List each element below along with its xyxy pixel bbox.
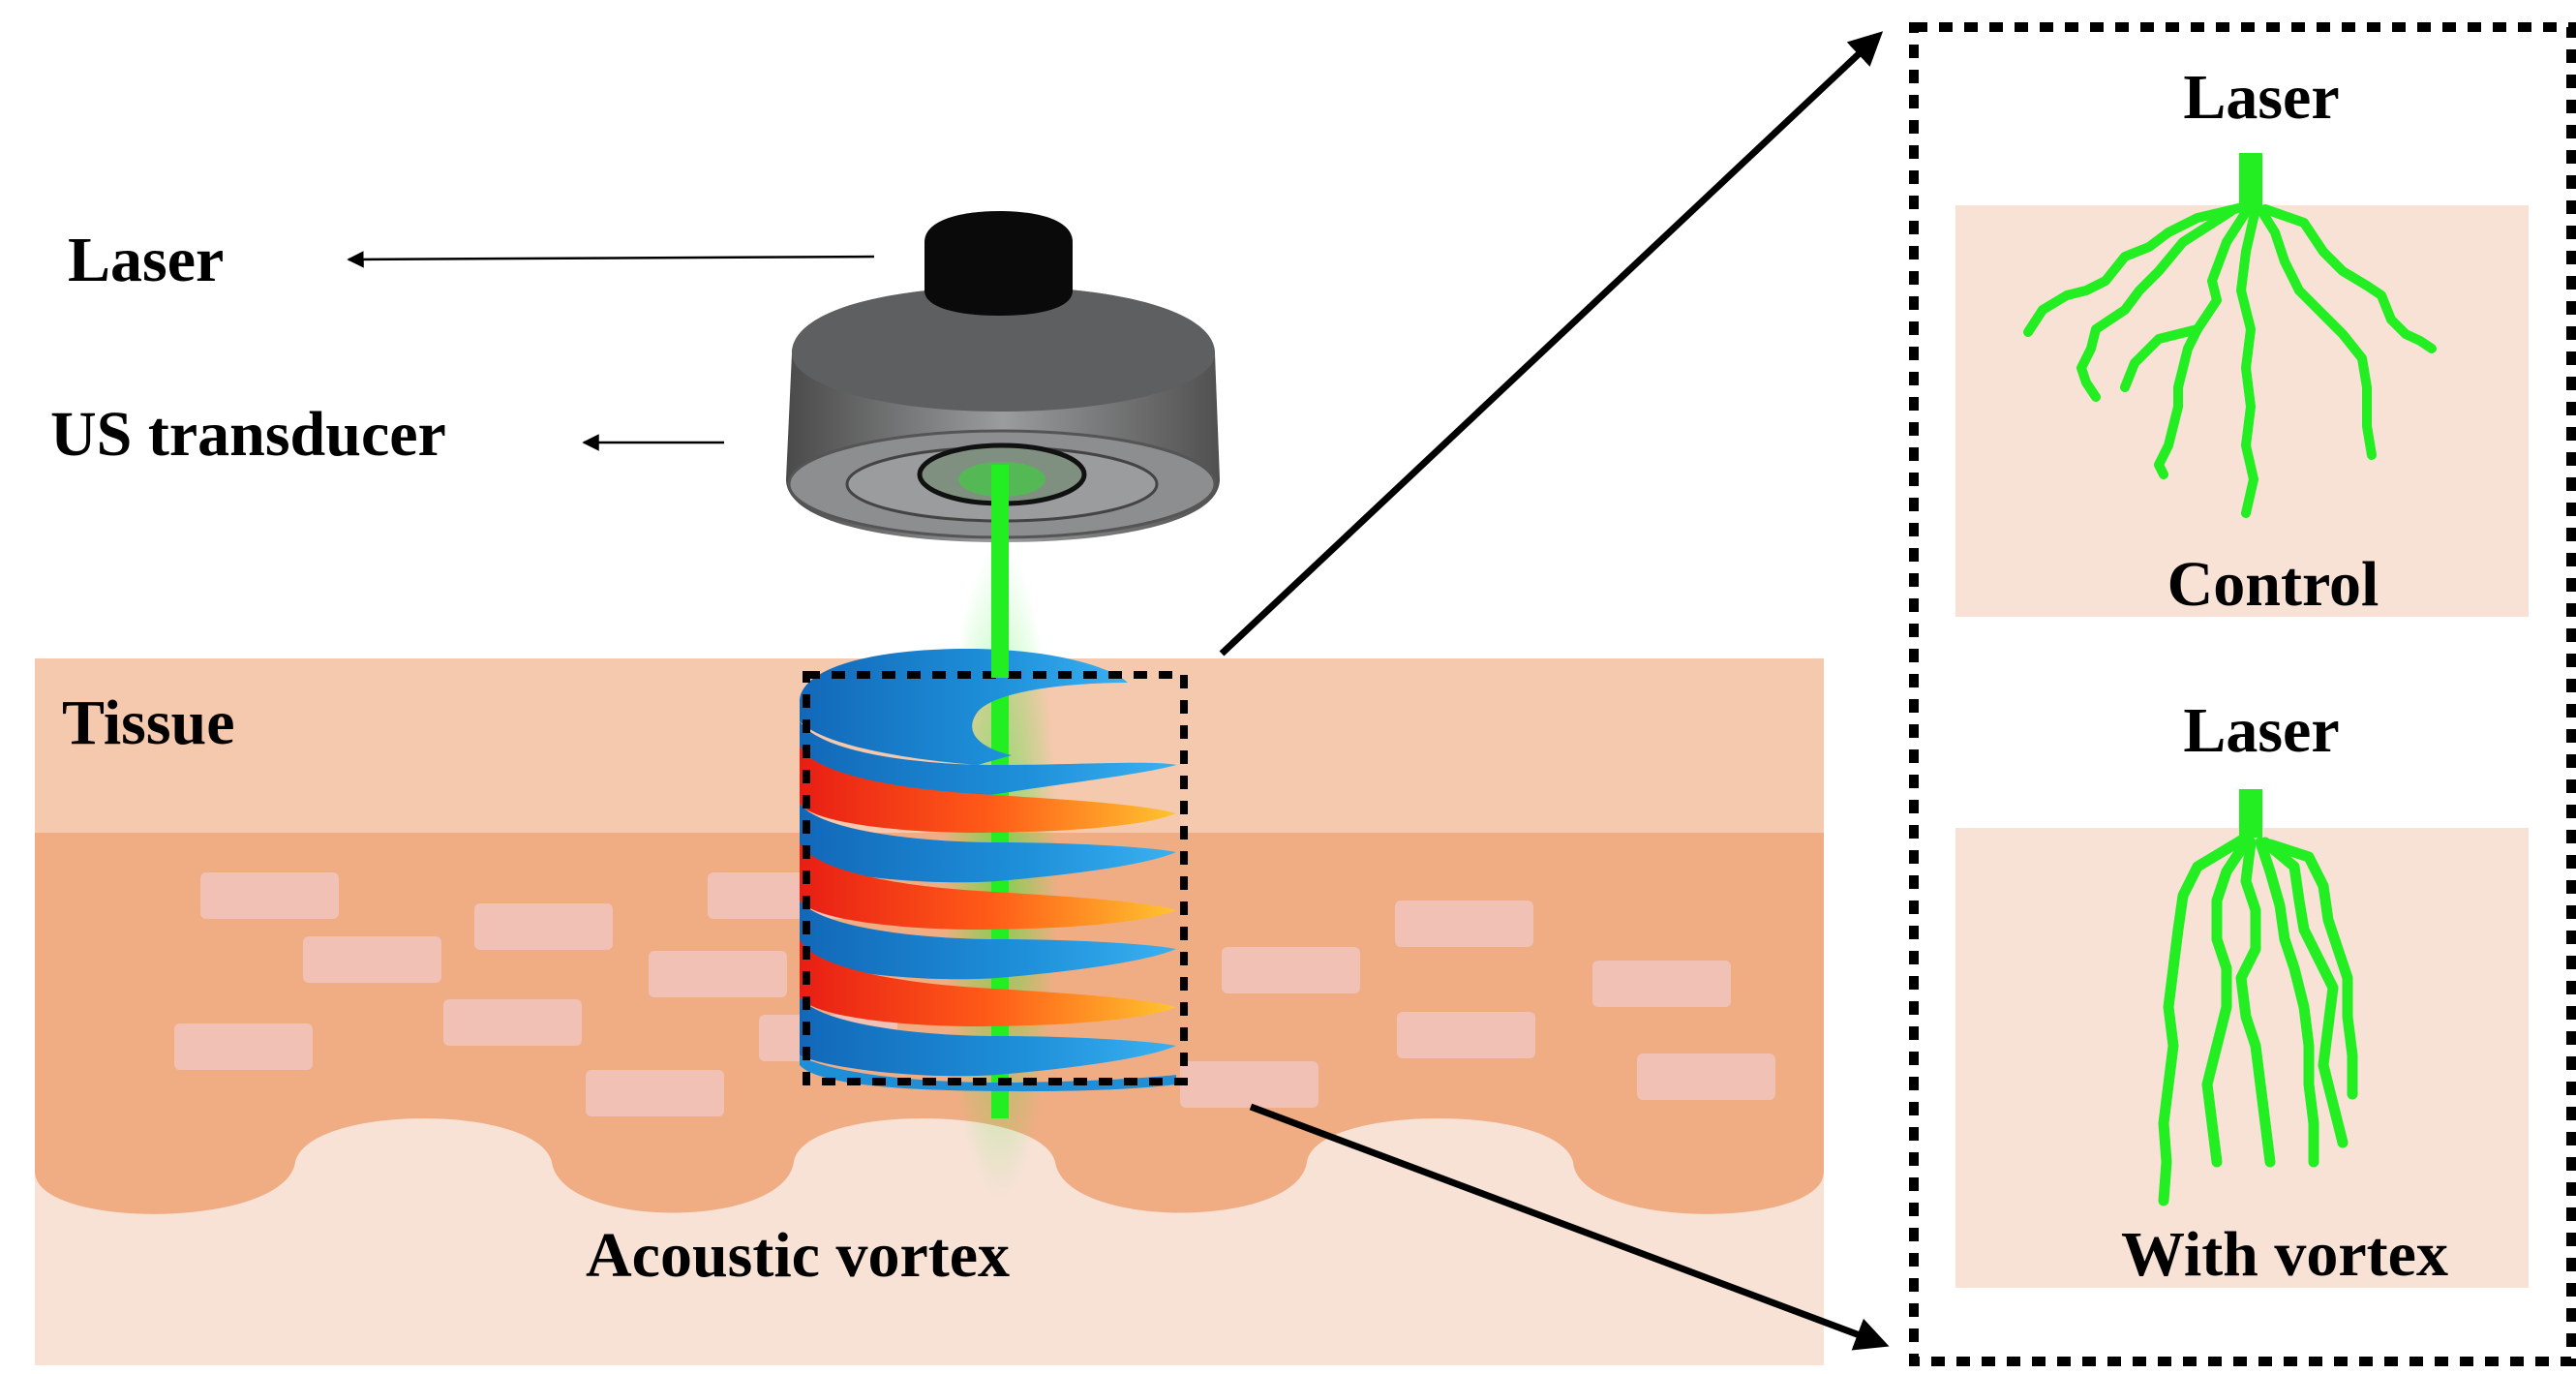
laser-beam-upper <box>991 465 1009 678</box>
label-us-transducer: US transducer <box>50 399 446 470</box>
cell <box>443 999 582 1046</box>
vortex-vessel-network <box>2158 835 2358 1206</box>
vortex-turn <box>800 901 1176 1026</box>
cell <box>1395 901 1533 947</box>
cell <box>474 903 613 950</box>
cell <box>1637 1053 1775 1100</box>
vortex-turn <box>800 997 1176 1077</box>
cell <box>1180 1061 1318 1108</box>
zoom-arrow-bottom <box>1249 1103 1890 1351</box>
cell <box>1222 947 1360 993</box>
cell <box>1592 961 1731 1007</box>
inset-panel-with-vortex: Laser With vortex <box>1955 695 2529 1290</box>
label-laser: Laser <box>68 225 224 295</box>
vortex-turn <box>800 804 1176 930</box>
control-caption: Control <box>2167 549 2379 620</box>
label-tissue: Tissue <box>62 687 235 758</box>
acoustic-vortex-helix <box>800 649 1176 1092</box>
us-transducer <box>786 287 1220 542</box>
vortex-tissue-panel <box>1955 828 2529 1288</box>
vortex-turn <box>800 721 1176 833</box>
laser-arrow <box>347 251 875 268</box>
cell <box>174 1023 313 1070</box>
control-laser-beam <box>2239 153 2262 207</box>
label-acoustic-vortex: Acoustic vortex <box>586 1220 1010 1291</box>
control-laser-label: Laser <box>2183 62 2339 133</box>
cell <box>303 936 441 983</box>
cell <box>200 872 339 919</box>
laser-head <box>924 211 1073 316</box>
vortex-laser-beam <box>2239 789 2262 838</box>
vortex-caption: With vortex <box>2121 1219 2448 1290</box>
cell <box>649 951 787 997</box>
inset-panel-control: Laser Control <box>1955 62 2529 620</box>
zoom-arrow-top <box>1219 31 1884 656</box>
vortex-laser-label: Laser <box>2183 695 2339 766</box>
transducer-top-rim <box>792 287 1215 412</box>
control-vessel-network <box>2023 200 2437 518</box>
cell <box>1397 1012 1535 1058</box>
cell <box>586 1070 724 1116</box>
